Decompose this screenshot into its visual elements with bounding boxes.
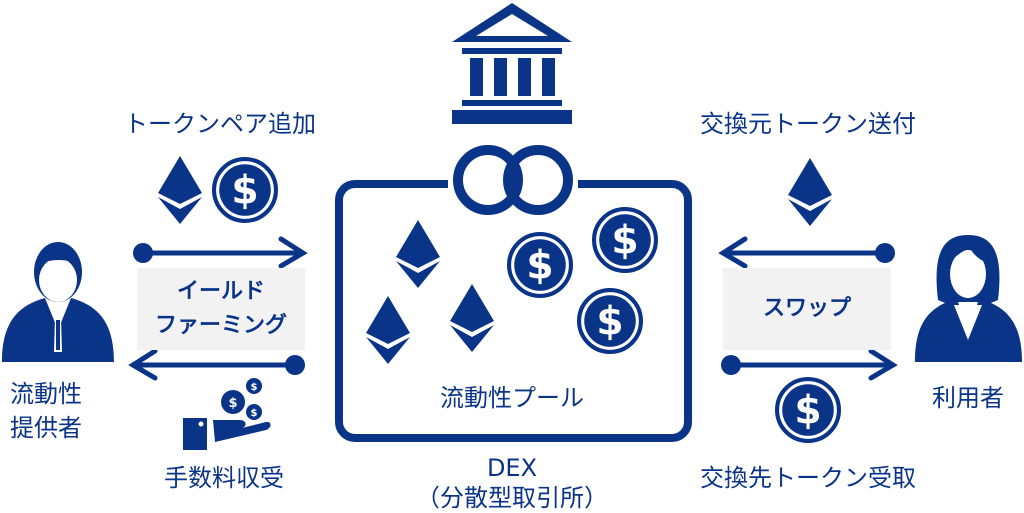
svg-text:$: $ [228,396,237,411]
dollar-coin-icon [594,209,656,271]
arrow-icon [721,348,898,381]
ethereum-icon [158,156,202,224]
send-source-token-label: 交換元トークン送付 [700,110,916,138]
swap-label-box [723,268,891,350]
token-pair-add-label: トークンペア追加 [124,110,316,138]
fee-receipt-label: 手数料収受 [164,464,284,492]
dollar-coin-icon [777,379,839,441]
liquidity-provider-label-line1: 流動性 [10,380,82,408]
ethereum-icon [450,284,494,352]
liquidity-provider-label-line2: 提供者 [10,414,82,442]
liquidity-pool-label: 流動性プール [440,384,584,412]
yield-farming-label-box [137,268,305,350]
dollar-coin-icon [214,159,276,221]
ethereum-icon [396,220,440,288]
bank-icon [452,3,572,124]
businesswoman-icon [915,235,1022,362]
dollar-coin-icon [579,290,641,352]
svg-text:$: $ [251,408,258,419]
svg-text:$: $ [251,382,258,393]
arrow-icon [718,236,895,269]
hand-coins-icon: $ $ $ [183,378,271,450]
ethereum-icon [366,296,410,364]
ethereum-icon [788,158,832,226]
user-label: 利用者 [932,384,1004,412]
dex-subtitle: （分散型取引所） [416,484,608,512]
arrow-icon [128,348,305,381]
swap-label: スワップ [762,296,852,321]
dex-label: DEX [486,454,538,482]
dollar-coin-icon [509,234,571,296]
chain-link-icon [448,145,578,215]
yield-farming-label-line2: ファーミング [154,313,288,338]
receive-target-token-label: 交換先トークン受取 [700,464,916,492]
arrow-icon [133,236,308,269]
yield-farming-label-line1: イールド [176,279,266,304]
businessman-icon [2,242,114,362]
